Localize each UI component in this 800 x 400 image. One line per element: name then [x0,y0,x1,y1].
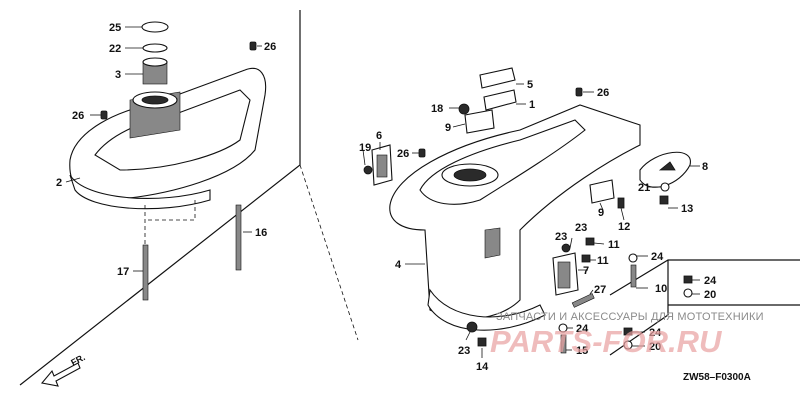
callout-label: 23 [458,345,470,357]
trim-tab-part [639,151,691,188]
fastener-parts [363,87,693,354]
callout-label: 4 [395,259,402,271]
anode-plate-parts [464,67,615,204]
leader-lines [65,26,700,358]
callout-label: 20 [649,341,661,353]
callout-label: 19 [359,142,371,154]
callout-label: 20 [704,289,716,301]
callout-label: 22 [109,43,121,55]
callout-label: 23 [575,222,587,234]
callout-label: 11 [608,239,620,251]
callout-label: 2 [56,177,62,189]
callout-label: 9 [598,207,604,219]
callout-label: 3 [115,69,121,81]
forward-arrow-icon [40,362,81,387]
forward-label: FR. [69,352,86,368]
callout-label: 26 [597,87,609,99]
callout-label: 21 [638,182,650,194]
callout-label: 24 [704,275,717,287]
forward-direction-marker: FR. [40,352,87,387]
stud-bolt-parts [142,200,242,301]
callout-label: 1 [529,99,535,111]
drawing-code: ZW58–F0300A [683,372,751,383]
right-callouts: 5 1 26 18 9 6 19 26 8 21 13 9 12 23 11 1… [359,79,717,373]
callout-label: 24 [649,327,662,339]
watermark-caption: ЗАПЧАСТИ И АКСЕССУАРЫ ДЛЯ МОТОТЕХНИКИ [496,311,764,323]
callout-label: 24 [576,323,589,335]
callout-label: 18 [431,103,443,115]
bearing-stack-part [141,21,169,85]
callout-label: 26 [72,110,84,122]
callout-label: 8 [702,161,708,173]
callout-label: 11 [597,255,609,267]
frame-lines [19,10,800,386]
callout-label: 9 [445,122,451,134]
callout-label: 23 [555,231,567,243]
callout-label: 5 [527,79,533,91]
callout-label: 6 [376,130,382,142]
callout-label: 14 [476,361,489,373]
lower-gear-case-part [389,104,641,331]
callout-label: 26 [397,148,409,160]
callout-label: 12 [618,221,630,233]
callout-label: 7 [583,265,589,277]
callout-label: 17 [117,266,129,278]
side-plate-part [552,252,579,296]
upper-gear-case-part [69,67,267,210]
callout-label: 25 [109,22,121,34]
callout-label: 15 [576,345,588,357]
water-screen-part [371,144,393,186]
watermark-brand: PARTS-FOR.RU [490,324,723,359]
callout-label: 16 [255,227,267,239]
callout-label: 27 [594,284,606,296]
callout-label: 10 [655,283,667,295]
left-callouts: 25 22 3 26 2 26 16 17 [56,22,276,278]
watermark: ЗАПЧАСТИ И АКСЕССУАРЫ ДЛЯ МОТОТЕХНИКИ PA… [490,311,764,359]
callout-label: 24 [651,251,664,263]
callout-label: 13 [681,203,693,215]
callout-label: 26 [264,41,276,53]
